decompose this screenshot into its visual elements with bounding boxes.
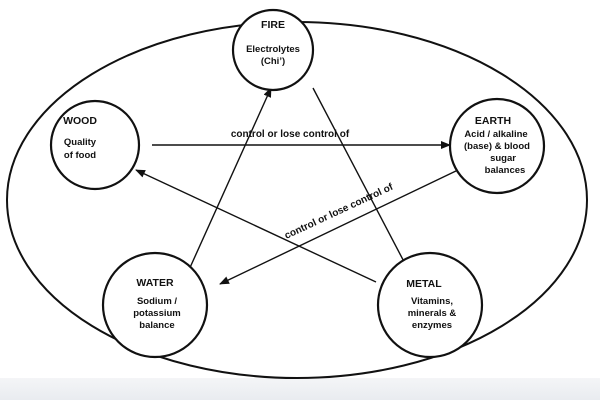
node-earth-title: EARTH	[475, 115, 511, 127]
node-earth-line: (base) & blood	[464, 141, 530, 152]
node-fire: FIRE Electrolytes (Chi’)	[231, 8, 315, 92]
node-metal-line: Vitamins,	[411, 296, 453, 307]
arrow-fire-to-metal	[312, 87, 412, 276]
node-metal-title: METAL	[406, 278, 442, 290]
node-earth: EARTH Acid / alkaline (base) & blood sug…	[448, 97, 546, 195]
node-earth-line: balances	[485, 165, 526, 176]
node-water: WATER Sodium / potassium balance	[101, 251, 209, 359]
bottom-band	[0, 378, 600, 400]
arrow-earth-to-water	[219, 169, 459, 285]
node-wood-line: of food	[64, 150, 96, 161]
node-wood-line: Quality	[64, 137, 97, 148]
node-water-title: WATER	[136, 277, 174, 289]
node-metal-line: minerals &	[408, 308, 457, 319]
arrow-water-to-fire	[187, 87, 272, 273]
node-water-line: Sodium /	[137, 296, 177, 307]
node-wood-title: WOOD	[63, 115, 97, 127]
node-wood: WOOD Quality of food	[49, 99, 141, 191]
node-earth-line: sugar	[490, 153, 516, 164]
node-metal-line: enzymes	[412, 320, 452, 331]
edge-label-wood-to-earth: control or lose control of	[231, 129, 350, 140]
node-fire-title: FIRE	[261, 19, 285, 31]
arrow-metal-to-wood	[135, 169, 377, 283]
node-earth-line: Acid / alkaline	[464, 129, 527, 140]
node-water-line: balance	[139, 320, 174, 331]
node-metal: METAL Vitamins, minerals & enzymes	[376, 251, 484, 359]
node-fire-line: (Chi’)	[261, 56, 285, 67]
node-fire-line: Electrolytes	[246, 44, 300, 55]
edge-label-earth-to-water: control or lose control of	[283, 181, 396, 241]
node-water-line: potassium	[133, 308, 181, 319]
